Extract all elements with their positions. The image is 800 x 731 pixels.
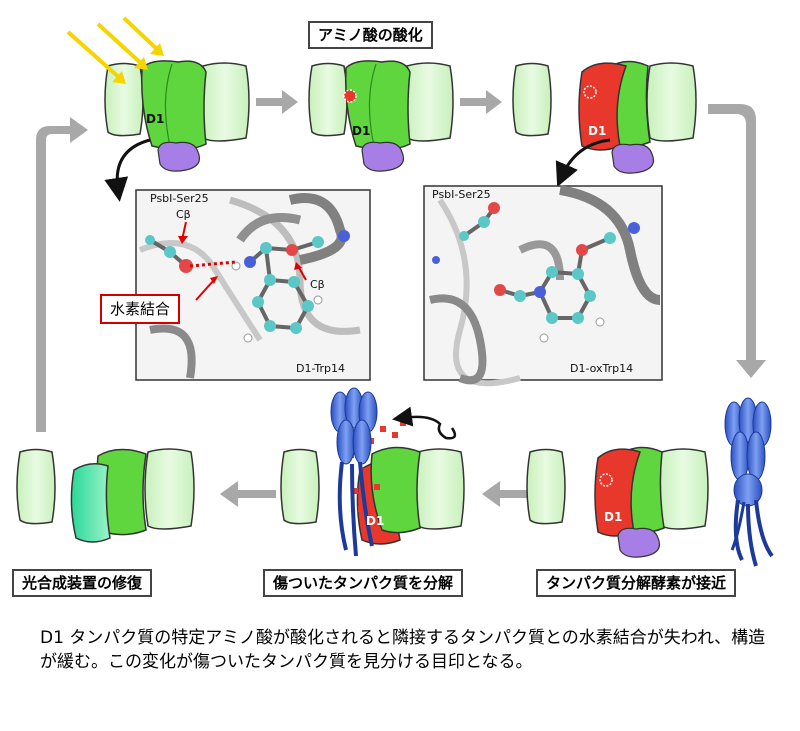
step4-psii-complex (526, 446, 709, 558)
arrow-step3-to-step4 (708, 104, 766, 378)
molecular-panel-right (423, 185, 663, 387)
membrane-helix (414, 448, 465, 530)
arrow-step2-to-step3 (460, 90, 502, 114)
arrow-step4-to-step5 (482, 481, 530, 507)
step-label-degrade: 傷ついたタンパク質を分解 (263, 569, 464, 597)
cb-label-top: Cβ (176, 208, 191, 221)
oxidation-site (343, 89, 357, 103)
step-label-approach: タンパク質分解酵素が接近 (536, 569, 737, 597)
step6-psii-complex (16, 448, 195, 543)
membrane-helix (308, 62, 348, 137)
step-label-repair: 光合成装置の修復 (12, 569, 153, 597)
atoms (145, 230, 350, 343)
serine-label-right: PsbI-Ser25 (432, 188, 491, 201)
purple-subunit (611, 143, 655, 174)
d1-label: D1 (352, 124, 371, 138)
membrane-helix (280, 448, 320, 525)
membrane-helix (199, 62, 250, 142)
membrane-helix (403, 62, 454, 142)
protease (330, 387, 457, 557)
pointer-arrow (555, 138, 611, 187)
d1-label: D1 (146, 112, 165, 126)
step-title-oxidation: アミノ酸の酸化 (308, 21, 433, 49)
arrow-step6-to-step1 (36, 117, 88, 432)
membrane-helix (526, 448, 566, 525)
new-d1-protein (70, 463, 111, 543)
trp-label-left: D1-Trp14 (296, 362, 346, 375)
serine-label-left: PsbI-Ser25 (150, 192, 209, 205)
step2-psii-complex (308, 60, 454, 172)
membrane-helix (16, 448, 56, 525)
hbond-pointer (195, 279, 215, 301)
d1-label: D1 (366, 514, 385, 528)
cb-label-right: Cβ (310, 278, 325, 291)
atoms (432, 202, 640, 343)
trp-label-right: D1-oxTrp14 (570, 362, 634, 375)
d1-label: D1 (604, 510, 623, 524)
d1-label: D1 (588, 124, 607, 138)
molecular-panel-left (135, 189, 371, 381)
protease (724, 397, 774, 567)
figure-caption: D1 タンパク質の特定アミノ酸が酸化されると隣接するタンパク質との水素結合が失わ… (40, 628, 766, 672)
purple-subunit (157, 141, 201, 172)
d1-protein (140, 60, 207, 151)
light-ray (66, 30, 124, 82)
arrow-step1-to-step2 (256, 90, 298, 114)
membrane-helix (512, 62, 552, 137)
light-ray (96, 22, 146, 68)
membrane-helix (658, 448, 709, 530)
green-subunit (370, 446, 421, 534)
hydrogen-bond-label: 水素結合 (100, 294, 181, 324)
oxidation-site (583, 85, 597, 99)
step3-psii-complex (512, 60, 697, 187)
process-arrows (36, 90, 766, 507)
step1-psii-complex (66, 16, 250, 202)
membrane-helix (144, 448, 195, 530)
membrane-helix (104, 62, 144, 137)
light-ray (122, 16, 162, 54)
purple-subunit (617, 527, 661, 558)
d1-protein (344, 60, 411, 151)
membrane-helix (646, 62, 697, 142)
hydrogen-bond (189, 260, 237, 268)
purple-subunit (361, 141, 405, 172)
step5-psii-complex (280, 420, 465, 545)
oxidation-site (599, 473, 613, 487)
pointer-arrow (104, 138, 151, 202)
motion-arrow (392, 406, 457, 440)
arrow-step5-to-step6 (220, 481, 276, 507)
